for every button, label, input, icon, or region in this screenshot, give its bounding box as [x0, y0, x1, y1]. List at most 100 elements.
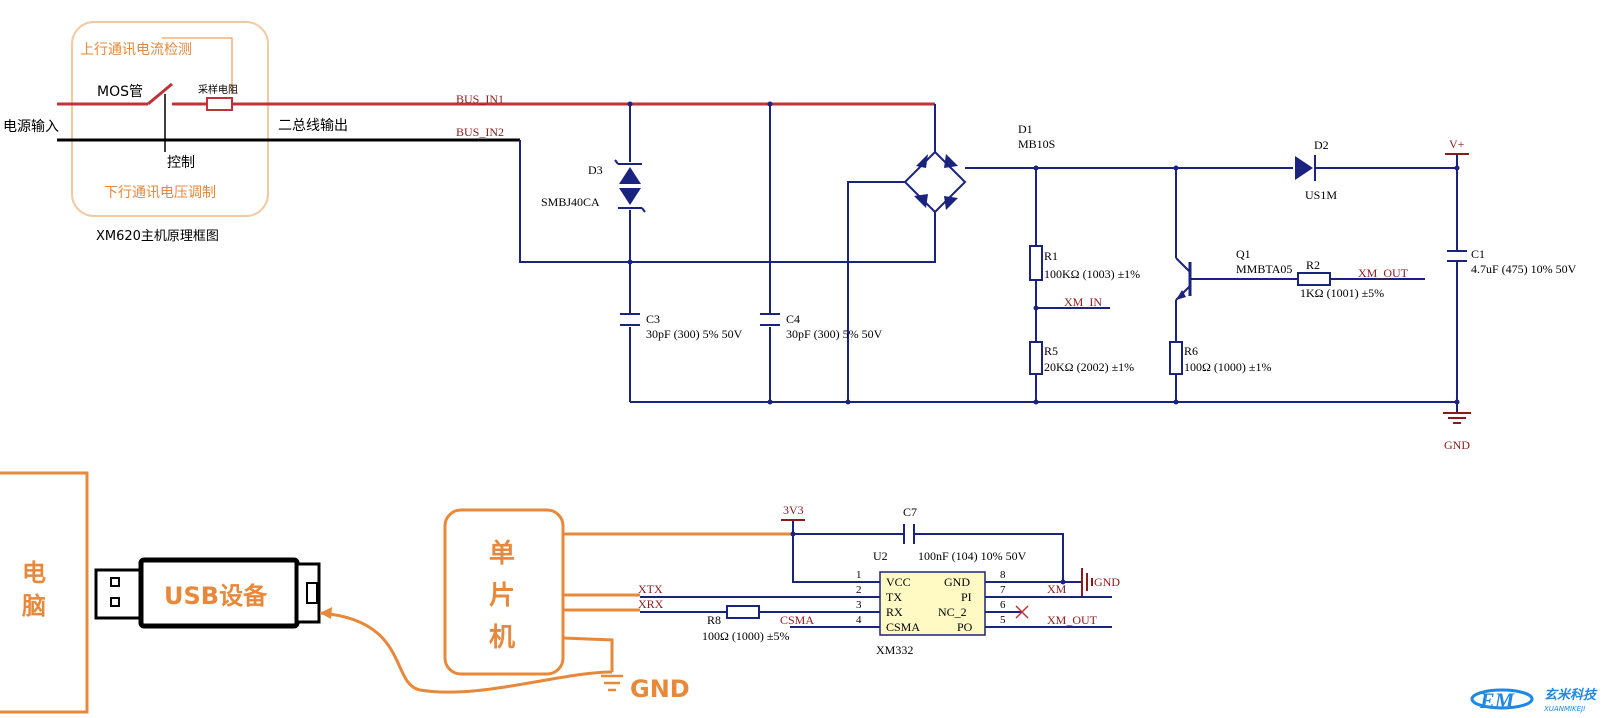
mcu-gnd-wire — [562, 636, 614, 672]
junction-dot — [1033, 399, 1039, 405]
u2-pin-numbers: 1 2 3 4 8 7 6 5 — [856, 569, 1006, 626]
brand-logo: EM 玄米科技 XUANMIKEJI — [1470, 687, 1598, 713]
wire-vcc — [792, 520, 880, 583]
u2-pin-name: NC_2 — [938, 605, 967, 619]
net-xrx: XRX — [638, 597, 664, 611]
junction-dot — [1454, 399, 1460, 405]
junctions — [627, 101, 1460, 405]
u2-pin-num: 6 — [1000, 599, 1006, 611]
d2-value: US1M — [1305, 188, 1337, 202]
net-3v3: 3V3 — [783, 503, 804, 517]
net-xm-out2: XM_OUT — [1047, 613, 1098, 627]
logo-text: 玄米科技 — [1544, 687, 1598, 703]
u2-ref: U2 — [873, 549, 888, 563]
c3-capacitor — [620, 313, 640, 326]
q1-ref: Q1 — [1236, 247, 1251, 261]
d1-ref: D1 — [1018, 122, 1033, 136]
c4-value: 30pF (300) 5% 50V — [786, 327, 883, 341]
c1-value: 4.7uF (475) 10% 50V — [1471, 262, 1577, 276]
orange-gnd-symbol — [601, 674, 623, 692]
r6-resistor — [1169, 341, 1183, 375]
r1-resistor — [1029, 245, 1043, 281]
orange-wires — [319, 532, 793, 694]
c7-capacitor — [903, 524, 915, 544]
u2-pin-name: TX — [886, 590, 902, 604]
c1-ref: C1 — [1471, 247, 1485, 261]
q1-emitter-arrow — [1176, 290, 1186, 300]
c4-capacitor — [760, 313, 780, 326]
u2-pin-num: 8 — [1000, 569, 1006, 581]
mos-switch — [147, 82, 173, 106]
pc-label-2: 脑 — [21, 592, 46, 620]
c4-ref: C4 — [786, 312, 800, 326]
r5-ref: R5 — [1044, 344, 1058, 358]
junction-dot — [1033, 165, 1039, 171]
logo-mark: EM — [1479, 688, 1516, 713]
d1-bridge-rectifier — [903, 150, 967, 214]
r2-ref: R2 — [1306, 258, 1320, 272]
d2-ref: D2 — [1314, 138, 1329, 152]
block-diagram: 上行通讯电流检测 MOS管 采样电阻 电源输入 二总线输出 BUS_IN1 BU… — [3, 21, 936, 244]
r8-resistor — [726, 605, 760, 619]
d3-tvs-diode — [614, 159, 646, 213]
sampler-resistor — [206, 97, 233, 111]
usb-device — [94, 557, 321, 629]
block-caption: XM620主机原理框图 — [96, 229, 219, 244]
wire-c7-right — [915, 533, 1064, 583]
junction-dot — [1033, 305, 1039, 311]
usb-label: USB设备 — [164, 582, 268, 610]
pc-label-1: 电 — [22, 559, 46, 587]
r6-ref: R6 — [1184, 344, 1198, 358]
net-bus-in1: BUS_IN1 — [456, 92, 504, 106]
r5-value: 20KΩ (2002) ±1% — [1044, 360, 1134, 374]
r2-resistor — [1297, 272, 1331, 286]
logo-subtext: XUANMIKEJI — [1543, 705, 1585, 713]
u2-pin-num: 3 — [856, 599, 862, 611]
junction-dot — [1173, 165, 1179, 171]
gnd-symbol — [1443, 412, 1471, 424]
net-vplus: V+ — [1449, 137, 1465, 151]
junction-dot — [627, 259, 633, 265]
net-xm: XM — [1047, 582, 1067, 596]
r8-ref: R8 — [707, 613, 721, 627]
gnd-orange-label: GND — [630, 675, 690, 703]
u2-pin-name: PO — [957, 620, 973, 634]
r1-value: 100KΩ (1003) ±1% — [1044, 267, 1140, 281]
net-xm-in: XM_IN — [1064, 295, 1102, 309]
mcu-label-2: 片 — [489, 581, 515, 611]
c7-value: 100nF (104) 10% 50V — [918, 549, 1027, 563]
c1-capacitor — [1447, 250, 1467, 262]
junction-dot — [767, 399, 773, 405]
net-csma: CSMA — [780, 613, 814, 627]
wire-bus-in2-return — [519, 140, 936, 263]
downvolt-label: 下行通讯电压调制 — [104, 185, 216, 201]
junction-dot — [767, 101, 773, 107]
r2-value: 1KΩ (1001) ±5% — [1300, 286, 1384, 300]
d1-value: MB10S — [1018, 137, 1055, 151]
sampler-label: 采样电阻 — [198, 83, 238, 96]
u2-pin-name: PI — [961, 590, 972, 604]
net-xtx: XTX — [638, 582, 663, 596]
block-frame — [71, 21, 269, 217]
c7-ref: C7 — [903, 505, 917, 519]
u2-gnd-symbol — [1081, 568, 1093, 596]
u2-pin-num: 5 — [1000, 614, 1006, 626]
logo-swoosh — [1470, 688, 1534, 710]
usb-gnd-wire — [319, 611, 613, 694]
c3-value: 30pF (300) 5% 50V — [646, 327, 743, 341]
mcu-label-3: 机 — [489, 623, 515, 653]
u2-pin-names: VCC TX RX CSMA GND PI NC_2 PO — [886, 575, 973, 634]
d3-ref: D3 — [588, 163, 603, 177]
c3-ref: C3 — [646, 312, 660, 326]
q1-value: MMBTA05 — [1236, 262, 1292, 276]
control-label: 控制 — [167, 155, 195, 171]
junction-dot — [627, 101, 633, 107]
u2-pin-name: RX — [886, 605, 903, 619]
u2-pin-name: CSMA — [886, 620, 920, 634]
upcurrent-label: 上行通讯电流检测 — [80, 42, 192, 58]
junction-dot — [1454, 165, 1460, 171]
r1-ref: R1 — [1044, 249, 1058, 263]
usb-arrow — [320, 607, 332, 619]
u2-pin-num: 1 — [856, 569, 862, 581]
